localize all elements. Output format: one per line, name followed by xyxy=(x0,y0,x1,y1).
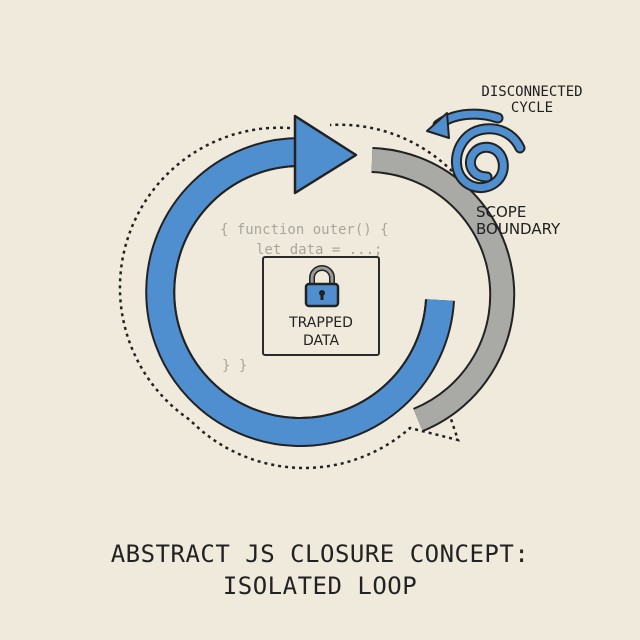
lock-icon xyxy=(304,265,340,308)
scope-boundary-label: SCOPE BOUNDARY xyxy=(476,203,561,239)
disconnected-label-line2: CYCLE xyxy=(510,100,554,117)
code-line-1: { function outer() { xyxy=(220,222,389,238)
disconnected-label-line1: DISCONNECTED xyxy=(481,84,583,100)
scope-label-line2: BOUNDARY xyxy=(476,220,561,239)
scope-label-line1: SCOPE xyxy=(476,203,527,221)
code-line-2: let data = ...; xyxy=(256,242,383,258)
diagram-title-line1: ABSTRACT JS CLOSURE CONCEPT: xyxy=(110,540,530,568)
loop-arrowhead-icon xyxy=(293,114,358,195)
trapped-data-label: TRAPPED DATA xyxy=(264,314,378,350)
trapped-line2: DATA xyxy=(302,333,340,349)
disconnected-cycle-label: DISCONNECTED CYCLE xyxy=(462,84,602,116)
diagram-title-line2: ISOLATED LOOP xyxy=(222,572,418,600)
trapped-line1: TRAPPED xyxy=(289,315,353,331)
trapped-data-box: TRAPPED DATA xyxy=(262,256,380,356)
disconnected-cycle-spiral-icon xyxy=(426,108,526,193)
code-line-3: } } xyxy=(222,358,248,374)
